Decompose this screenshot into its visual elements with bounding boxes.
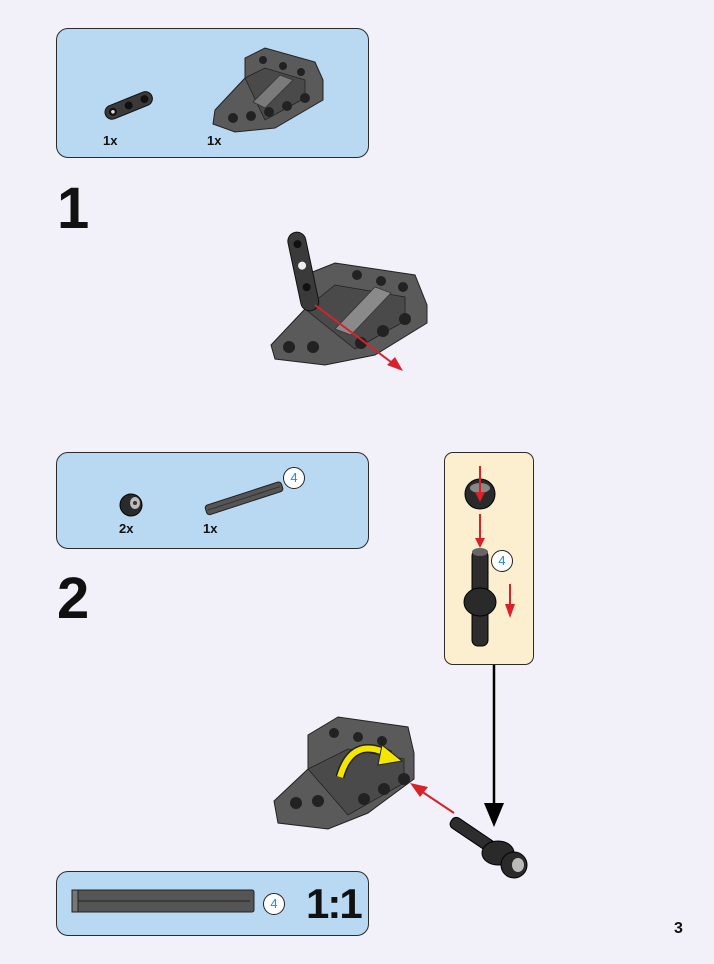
step2-assembly-illustration xyxy=(268,705,538,895)
axle-length-badge: 4 xyxy=(491,550,513,572)
liftarm-frame-icon xyxy=(205,40,335,140)
part-qty: 2x xyxy=(119,521,133,536)
part-qty: 1x xyxy=(103,133,117,148)
part-qty: 1x xyxy=(207,133,221,148)
scale-label: 1:1 xyxy=(306,880,361,928)
step-number: 2 xyxy=(57,570,89,628)
page-number: 3 xyxy=(674,920,683,938)
axle-4-icon xyxy=(200,478,290,518)
subassembly-illustration xyxy=(444,452,534,665)
part-qty: 1x xyxy=(203,521,217,536)
axle-length-badge: 4 xyxy=(263,893,285,915)
axle-length-badge: 4 xyxy=(283,467,305,489)
liftarm-thin-1x3-icon xyxy=(100,86,160,126)
axle-scale-ruler-icon xyxy=(70,888,260,918)
step-number: 1 xyxy=(57,180,89,238)
half-bush-icon xyxy=(116,490,146,520)
step1-assembly-illustration xyxy=(265,225,435,385)
